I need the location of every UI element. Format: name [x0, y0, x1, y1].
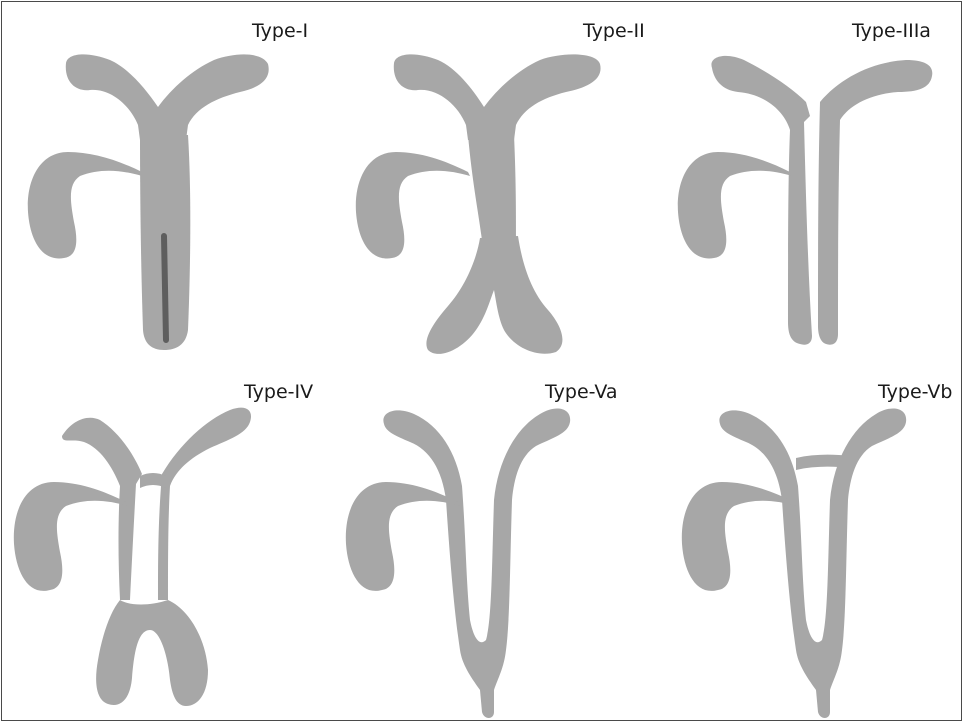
panel-type-vb-illustration: [682, 408, 906, 718]
label-type-ii: Type-II: [583, 22, 645, 41]
panel-type-i-illustration: [28, 54, 269, 350]
panel-type-iv-illustration: [14, 408, 251, 706]
label-type-vb: Type-Vb: [878, 383, 952, 402]
label-type-iiia: Type-IIIa: [852, 22, 931, 41]
panel-type-va-illustration: [346, 408, 570, 718]
label-type-iv: Type-IV: [244, 383, 313, 402]
panel-type-ii-illustration: [356, 54, 601, 354]
label-type-va: Type-Va: [545, 383, 618, 402]
label-type-i: Type-I: [252, 22, 308, 41]
panel-type-iiia-illustration: [678, 56, 932, 345]
pancreatic-duct-marker: [164, 236, 166, 340]
